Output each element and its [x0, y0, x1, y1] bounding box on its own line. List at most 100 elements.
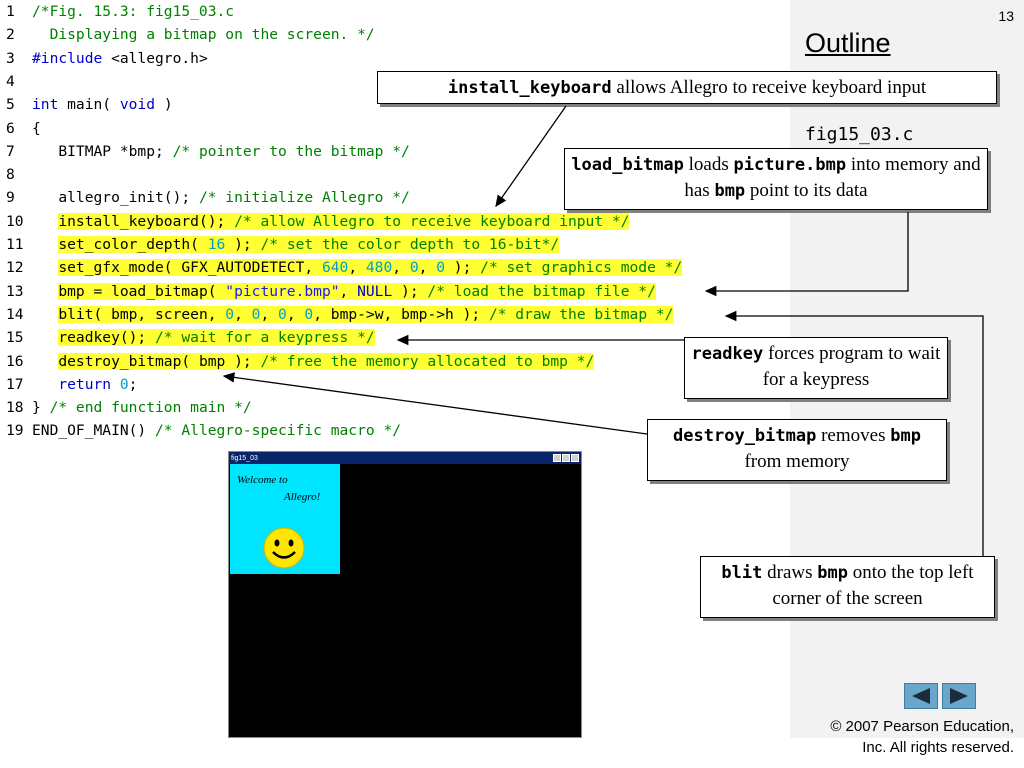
copyright-notice: © 2007 Pearson Education, Inc. All right…	[830, 716, 1014, 758]
code-content: END_OF_MAIN() /* Allegro-specific macro …	[32, 422, 402, 440]
callout-code: load_bitmap	[571, 155, 684, 175]
code-content: set_gfx_mode( GFX_AUTODETECT, 640, 480, …	[58, 259, 683, 277]
line-number: 13	[6, 282, 24, 300]
callout-code: picture.bmp	[733, 155, 847, 175]
code-content: BITMAP *bmp; /* pointer to the bitmap */	[32, 142, 410, 160]
line-number: 7	[6, 142, 15, 160]
maximize-icon	[562, 454, 570, 462]
code-content: int main( void )	[32, 96, 173, 114]
slide-navigation	[904, 683, 976, 709]
code-line: 19 END_OF_MAIN() /* Allegro-specific macr…	[0, 419, 401, 442]
callout-install-keyboard: install_keyboard allows Allegro to recei…	[377, 71, 997, 104]
code-line: 15 readkey(); /* wait for a keypress */	[0, 326, 375, 349]
code-line: 8	[0, 163, 32, 186]
line-number: 8	[6, 166, 15, 184]
code-content: allegro_init(); /* initialize Allegro */	[32, 189, 410, 207]
callout-load-bitmap: load_bitmap loads picture.bmp into memor…	[564, 148, 988, 210]
window-title: fig15_03	[231, 454, 258, 462]
code-content: blit( bmp, screen, 0, 0, 0, 0, bmp->w, b…	[58, 305, 674, 323]
callout-code: readkey	[691, 344, 764, 364]
code-content: } /* end function main */	[32, 399, 252, 417]
code-line: 14 blit( bmp, screen, 0, 0, 0, 0, bmp->w…	[0, 303, 674, 326]
callout-code: install_keyboard	[447, 78, 612, 98]
callout-code: bmp	[890, 426, 921, 446]
code-line: 4	[0, 70, 32, 93]
callout-text: point to its data	[745, 180, 868, 201]
copyright-line: Inc. All rights reserved.	[862, 739, 1014, 756]
line-number: 19	[6, 422, 24, 440]
callout-text: into memory and has	[684, 154, 981, 201]
code-content: bmp = load_bitmap( "picture.bmp", NULL )…	[58, 282, 656, 300]
outline-title[interactable]: Outline	[805, 28, 891, 58]
allegro-text: Allegro!	[284, 491, 321, 503]
line-number: 10	[6, 212, 24, 230]
triangle-left-icon	[912, 688, 930, 704]
code-line: 18 } /* end function main */	[0, 396, 252, 419]
line-number: 3	[6, 49, 15, 67]
code-content: Displaying a bitmap on the screen. */	[32, 26, 375, 44]
line-number: 11	[6, 236, 24, 253]
code-content: install_keyboard(); /* allow Allegro to …	[58, 212, 630, 230]
code-line: 3 #include <allegro.h>	[0, 47, 208, 70]
line-number: 15	[6, 329, 24, 347]
page-number: 13	[998, 8, 1014, 24]
file-name: fig15_03.c	[805, 124, 914, 145]
code-line: 10 install_keyboard(); /* allow Allegro …	[0, 210, 630, 233]
line-number: 17	[6, 375, 24, 393]
callout-text: onto the top left corner of the screen	[772, 562, 974, 609]
callout-destroy-bitmap: destroy_bitmap removes bmp from memory	[647, 419, 947, 481]
callout-text: loads	[683, 154, 734, 175]
code-line: 11 set_color_depth( 16 ); /* set the col…	[0, 233, 560, 256]
bitmap-image: Welcome to Allegro!	[230, 464, 340, 574]
callout-text: removes	[816, 425, 891, 446]
line-number: 12	[6, 259, 24, 277]
callout-code: blit	[721, 563, 763, 583]
line-number: 6	[6, 119, 15, 137]
code-line: 7 BITMAP *bmp; /* pointer to the bitmap …	[0, 140, 410, 163]
close-icon	[571, 454, 579, 462]
callout-code: bmp	[714, 181, 746, 201]
line-number: 5	[6, 96, 15, 114]
callout-text: from memory	[744, 451, 850, 472]
callout-text: draws	[762, 562, 818, 583]
code-line: 13 bmp = load_bitmap( "picture.bmp", NUL…	[0, 280, 656, 303]
code-line: 1 /*Fig. 15.3: fig15_03.c	[0, 0, 234, 23]
line-number: 4	[6, 72, 15, 90]
code-content: set_color_depth( 16 ); /* set the color …	[58, 236, 560, 253]
callout-code: bmp	[817, 563, 848, 583]
code-line: 16 destroy_bitmap( bmp ); /* free the me…	[0, 350, 595, 373]
code-line: 6{	[0, 117, 41, 140]
previous-slide-button[interactable]	[904, 683, 938, 709]
line-number: 18	[6, 399, 24, 417]
next-slide-button[interactable]	[942, 683, 976, 709]
code-content: readkey(); /* wait for a keypress */	[58, 329, 375, 347]
line-number: 14	[6, 305, 24, 323]
callout-text: allows Allegro to receive keyboard input	[611, 77, 927, 98]
callout-code: destroy_bitmap	[673, 426, 817, 446]
line-number: 16	[6, 352, 24, 370]
callout-blit: blit draws bmp onto the top left corner …	[700, 556, 995, 618]
code-line: 2 Displaying a bitmap on the screen. */	[0, 23, 375, 46]
copyright-line: © 2007 Pearson Education,	[830, 718, 1014, 735]
code-content: destroy_bitmap( bmp ); /* free the memor…	[58, 352, 595, 370]
triangle-right-icon	[950, 688, 968, 704]
code-line: 5 int main( void )	[0, 93, 173, 116]
welcome-text: Welcome to	[237, 474, 288, 486]
callout-readkey: readkey forces program to wait for a key…	[684, 337, 948, 399]
line-number: 9	[6, 189, 15, 207]
code-line: 17 return 0;	[0, 373, 137, 396]
code-line: 9 allegro_init(); /* initialize Allegro …	[0, 186, 410, 209]
window-controls	[553, 454, 579, 462]
code-content: /*Fig. 15.3: fig15_03.c	[32, 3, 235, 20]
line-number: 1	[6, 3, 15, 20]
window-titlebar: fig15_03	[229, 452, 581, 464]
minimize-icon	[553, 454, 561, 462]
code-content: {	[32, 119, 41, 137]
code-content: #include <allegro.h>	[32, 49, 208, 67]
smiley-icon	[263, 527, 305, 569]
callout-text: forces program to wait for a keypress	[762, 343, 941, 390]
code-line: 12 set_gfx_mode( GFX_AUTODETECT, 640, 48…	[0, 256, 683, 279]
code-content: return 0;	[58, 375, 138, 393]
program-window-screenshot: fig15_03 Welcome to Allegro!	[228, 451, 582, 738]
line-number: 2	[6, 26, 15, 44]
